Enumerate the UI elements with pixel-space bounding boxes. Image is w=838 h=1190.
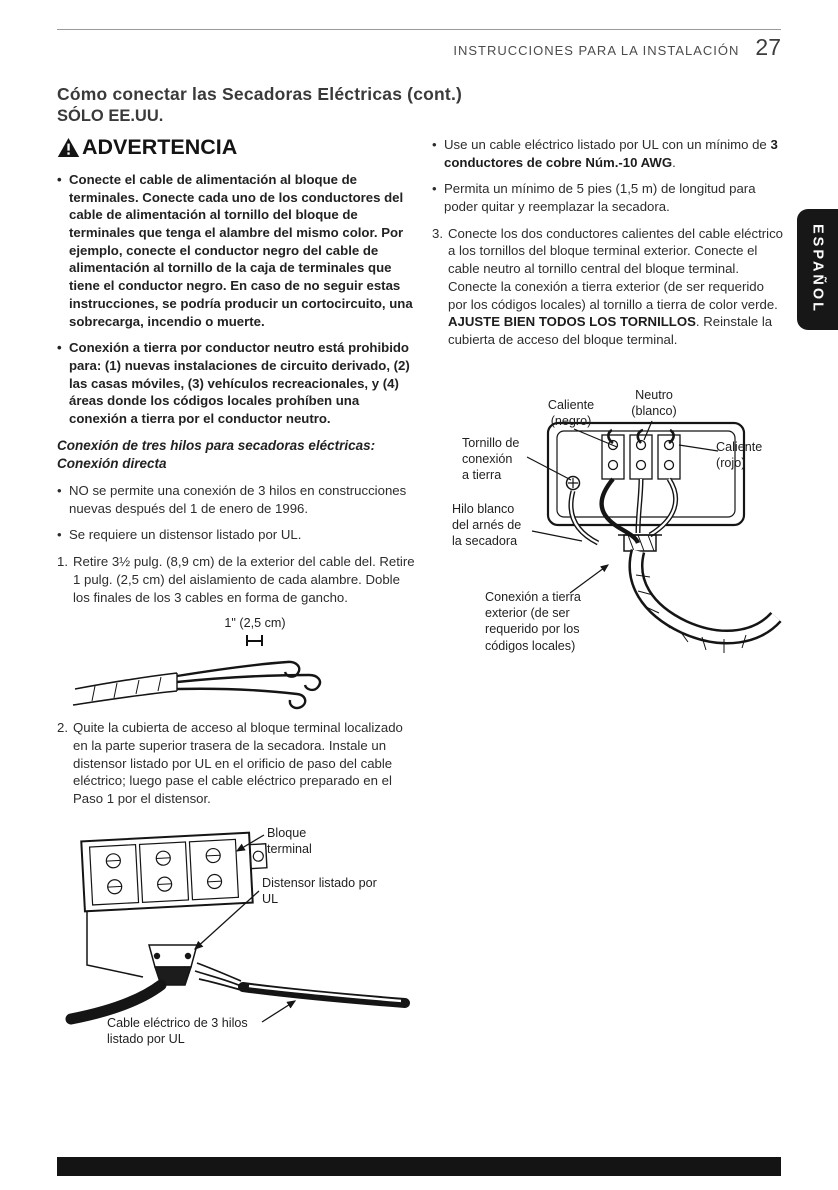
step-2-text: Quite la cubierta de acceso al bloque te… <box>73 720 403 806</box>
fig3-label-neutral-white: Neutro (blanco) <box>631 387 677 418</box>
fig3-label-hot-red: Caliente (rojo) <box>716 439 763 470</box>
bullet-marker: • <box>57 340 62 356</box>
warning-bullet-1: • Conecte el cable de alimentación al bl… <box>57 171 415 330</box>
warning-heading: ADVERTENCIA <box>57 135 415 160</box>
wiring-diagram-drawing <box>526 420 782 653</box>
bullet-marker: • <box>432 181 437 197</box>
right-column: • Use un cable eléctrico listado por UL … <box>432 136 784 715</box>
three-wire-heading: Conexión de tres hilos para secadoras el… <box>57 437 376 471</box>
warning-icon <box>57 137 80 158</box>
fig3-label-white-harness-wire: Hilo blanco del arnés de la secadora <box>452 501 522 549</box>
step-1-text: Retire 3½ pulg. (8,9 cm) de la exterior … <box>73 554 415 605</box>
bullet-marker: • <box>57 483 62 499</box>
stripped-cable-drawing <box>72 660 322 710</box>
bullet-no-three-wire-text: NO se permite una conexión de 3 hilos en… <box>69 483 407 516</box>
step-2-number: 2. <box>57 720 68 736</box>
figure-stripped-cable: 1" (2,5 cm) <box>57 615 415 719</box>
bullet-marker: • <box>57 527 62 543</box>
step-3: 3. Conecte los dos conductores calientes… <box>432 225 784 349</box>
left-column: ADVERTENCIA • Conecte el cable de alimen… <box>57 135 415 1065</box>
bullet-ul-strain-relief-text: Se requiere un distensor listado por UL. <box>69 527 302 543</box>
bullet-ul-cable-text: Use un cable eléctrico listado por UL co… <box>444 137 778 170</box>
bullet-marker: • <box>57 172 62 187</box>
language-tab-label: ESPAÑOL <box>809 224 826 315</box>
step-3-text: Conecte los dos conductores calientes de… <box>448 225 784 347</box>
fig2-label-strain-relief: Distensor listado por UL <box>262 875 377 906</box>
fig1-measurement-bracket-icon <box>246 635 263 647</box>
fig3-label-external-ground: Conexión a tierra exterior (de ser reque… <box>485 589 581 653</box>
figure-wiring-diagram: Caliente (negro) Neutro (blanco) Tornill… <box>432 385 784 715</box>
header-title: INSTRUCCIONES PARA LA INSTALACIÓN <box>453 43 740 58</box>
fig3-label-ground-screw: Tornillo de conexión a tierra <box>462 435 520 483</box>
warning-heading-label: ADVERTENCIA <box>82 135 238 159</box>
bullet-no-three-wire: • NO se permite una conexión de 3 hilos … <box>57 482 415 517</box>
warning-bullet-2: • Conexión a tierra por conductor neutro… <box>57 339 415 427</box>
footer-bar <box>57 1157 781 1176</box>
language-tab-espanol: ESPAÑOL <box>797 209 838 330</box>
terminal-block-drawing <box>65 831 410 1025</box>
bullet-length: • Permita un mínimo de 5 pies (1,5 m) de… <box>432 180 784 215</box>
figure-terminal-block: Bloque terminal Distensor listado por UL… <box>57 817 415 1065</box>
step-3-number: 3. <box>432 225 443 241</box>
warning-bullet-1-text: Conecte el cable de alimentación al bloq… <box>69 172 413 329</box>
step-2: 2. Quite la cubierta de acceso al bloque… <box>57 719 415 807</box>
page-number: 27 <box>755 34 781 60</box>
fig2-label-terminal-block: Bloque terminal <box>267 825 312 856</box>
section-title: Cómo conectar las Secadoras Eléctricas (… <box>57 84 463 104</box>
bullet-ul-strain-relief: • Se requiere un distensor listado por U… <box>57 526 415 544</box>
fig1-measurement-label: 1" (2,5 cm) <box>224 616 286 631</box>
section-subtitle: SÓLO EE.UU. <box>57 107 164 125</box>
fig3-label-hot-black: Caliente (negro) <box>547 397 595 428</box>
page-header: INSTRUCCIONES PARA LA INSTALACIÓN 27 <box>57 29 781 61</box>
fig2-label-power-cable: Cable eléctrico de 3 hilos listado por U… <box>107 1015 248 1046</box>
bullet-length-text: Permita un mínimo de 5 pies (1,5 m) de l… <box>444 181 756 215</box>
step-1: 1. Retire 3½ pulg. (8,9 cm) de la exteri… <box>57 553 415 606</box>
bullet-marker: • <box>432 137 437 152</box>
step-1-number: 1. <box>57 554 68 570</box>
warning-bullet-2-text: Conexión a tierra por conductor neutro e… <box>69 340 410 426</box>
bullet-ul-cable: • Use un cable eléctrico listado por UL … <box>432 136 784 171</box>
